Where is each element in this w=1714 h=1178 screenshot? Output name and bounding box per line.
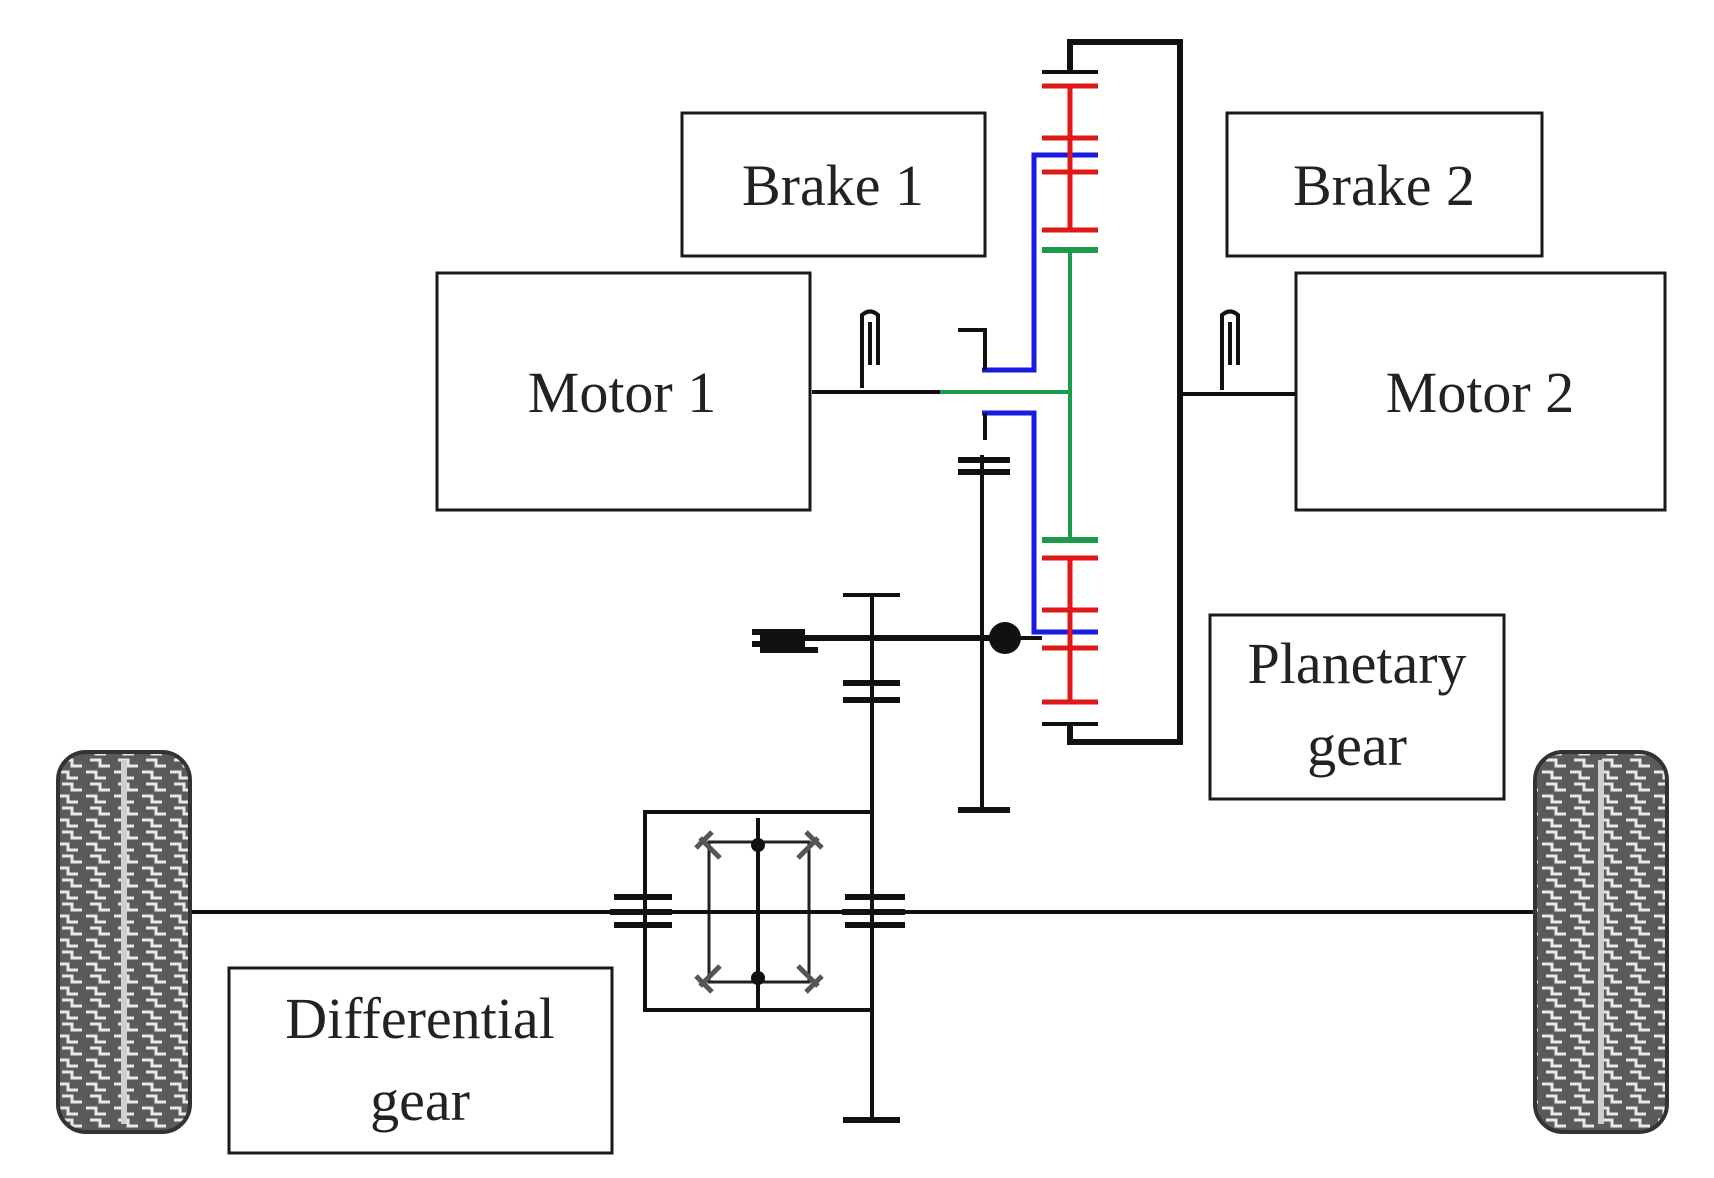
output-gear	[958, 455, 1010, 813]
park-lock-shaft	[752, 622, 1042, 654]
planetary-gear-label-line2: gear	[1307, 713, 1407, 778]
countershaft	[843, 593, 900, 1123]
motor-2-bearing	[1220, 309, 1240, 390]
motor-2-box: Motor 2	[1294, 271, 1667, 512]
shaft-joint	[989, 622, 1021, 654]
motor-2-label: Motor 2	[1386, 360, 1575, 425]
brake-2-label: Brake 2	[1293, 153, 1475, 218]
axle	[190, 894, 1535, 928]
sun-gear-upper	[982, 152, 1098, 373]
motor-1-bearing	[860, 309, 880, 388]
planetary-gear-box: Planetary gear	[1208, 613, 1506, 801]
brake-1-label: Brake 1	[742, 153, 924, 218]
brake-2-box: Brake 2	[1225, 111, 1544, 258]
sun-gear-lower	[982, 410, 1098, 635]
brake-1-box: Brake 1	[680, 111, 987, 258]
planetary-gear-label-line1: Planetary	[1247, 631, 1466, 696]
left-wheel	[56, 750, 192, 1134]
planet-gear-upper	[1042, 83, 1098, 233]
planet-gear-lower	[1042, 555, 1098, 705]
motor-1-label: Motor 1	[528, 360, 717, 425]
differential-gear-label-line1: Differential	[285, 986, 554, 1051]
motor-1-box: Motor 1	[435, 271, 812, 512]
differential-gear-box: Differential gear	[227, 966, 614, 1155]
differential-gear-label-line2: gear	[370, 1068, 470, 1133]
right-wheel	[1533, 750, 1669, 1134]
